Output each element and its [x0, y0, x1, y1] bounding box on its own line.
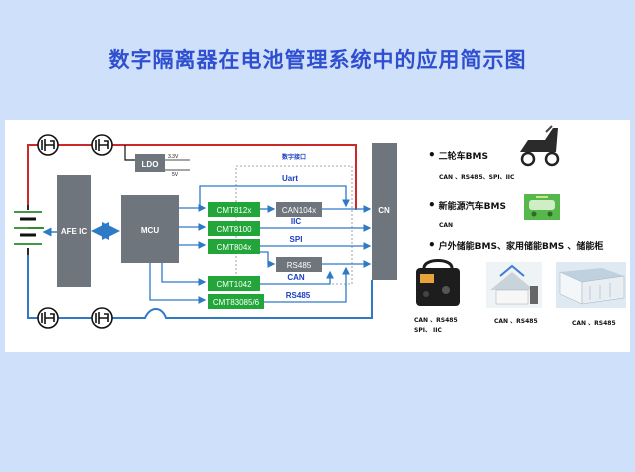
isolator-cmt804x [208, 239, 260, 254]
mosfet-icon [37, 307, 59, 329]
isolator-cmt8100 [208, 221, 260, 236]
app-interfaces: CAN [439, 222, 454, 229]
page-title: 数字隔离器在电池管理系统中的应用简示图 [108, 48, 527, 72]
bus-label-can: CAN [287, 273, 305, 282]
afe-ic-label: AFE IC [61, 227, 87, 236]
isolator-cmt1042 [208, 276, 260, 291]
app-two-wheeler: •二轮车BMS CAN 、RS485、SPI、IIC [428, 144, 514, 181]
transceiver-rs485 [276, 257, 322, 272]
storage-cabinet-image [556, 262, 626, 308]
transceiver-label: CAN104x [282, 206, 316, 215]
caption-line: SPI、 IIC [414, 327, 442, 334]
storage-caption-home: CAN 、RS485 [494, 316, 538, 325]
mosfet-icon [91, 134, 113, 156]
battery-icon [14, 205, 44, 255]
transceiver-can104x [276, 202, 322, 217]
caption-line: CAN 、RS485 [414, 317, 458, 324]
caption-line: CAN 、RS485 [572, 320, 616, 327]
home-storage-image [486, 262, 542, 308]
app-energy-storage: •户外储能BMS、家用储能BMS 、储能柜 [428, 234, 603, 253]
app-title: 二轮车BMS [438, 152, 488, 162]
app-title-row: •新能源汽车BMS [428, 198, 506, 212]
mcu-isolator-links [149, 185, 350, 304]
power-line [27, 144, 357, 210]
return-line [27, 255, 373, 319]
ldo-v-out: 5V [172, 172, 179, 178]
app-title-row: •二轮车BMS [428, 148, 488, 162]
afe-ic-block [57, 175, 91, 287]
mcu-label: MCU [141, 226, 159, 235]
isolator-cmt83085 [208, 294, 264, 309]
transceiver-label: RS485 [287, 261, 312, 270]
ldo-label: LDO [142, 160, 159, 169]
app-ev: •新能源汽车BMS CAN [428, 194, 506, 229]
storage-caption-portable: CAN 、RS485 SPI、 IIC [414, 316, 458, 336]
app-title: 户外储能BMS、家用储能BMS 、储能柜 [438, 242, 604, 252]
isolator-label: CMT8100 [216, 225, 252, 234]
cn-label: CN [378, 206, 390, 215]
mosfet-icon [37, 134, 59, 156]
ldo-supply-line [124, 145, 135, 161]
digital-interface-label: 数字接口 [282, 153, 306, 161]
bus-label-spi: SPI [290, 235, 303, 244]
ldo-v-in: 3.3V [168, 154, 179, 160]
bus-label-uart: Uart [282, 174, 298, 183]
e-scooter-image [520, 125, 560, 167]
isolator-cn-links [260, 205, 372, 303]
ldo-output-lines [165, 159, 190, 171]
app-interfaces: CAN 、RS485、SPI、IIC [439, 174, 515, 181]
cn-connector [372, 143, 397, 280]
bus-label-iic: IIC [291, 217, 301, 226]
isolator-label: CMT1042 [216, 280, 252, 289]
caption-line: CAN 、RS485 [494, 318, 538, 325]
ev-car-image [524, 194, 560, 220]
ldo-block [135, 154, 165, 172]
mosfet-icon [91, 307, 113, 329]
mcu-block [121, 195, 179, 263]
app-title-row: •户外储能BMS、家用储能BMS 、储能柜 [428, 238, 604, 252]
isolator-label: CMT83085/6 [213, 298, 260, 307]
app-title: 新能源汽车BMS [438, 202, 506, 212]
storage-caption-cabinet: CAN 、RS485 [572, 318, 616, 327]
portable-power-station-image [416, 259, 460, 306]
isolator-cmt812x [208, 202, 260, 217]
bus-label-rs485: RS485 [286, 291, 311, 300]
isolator-label: CMT812x [217, 206, 252, 215]
isolator-label: CMT804x [217, 243, 252, 252]
